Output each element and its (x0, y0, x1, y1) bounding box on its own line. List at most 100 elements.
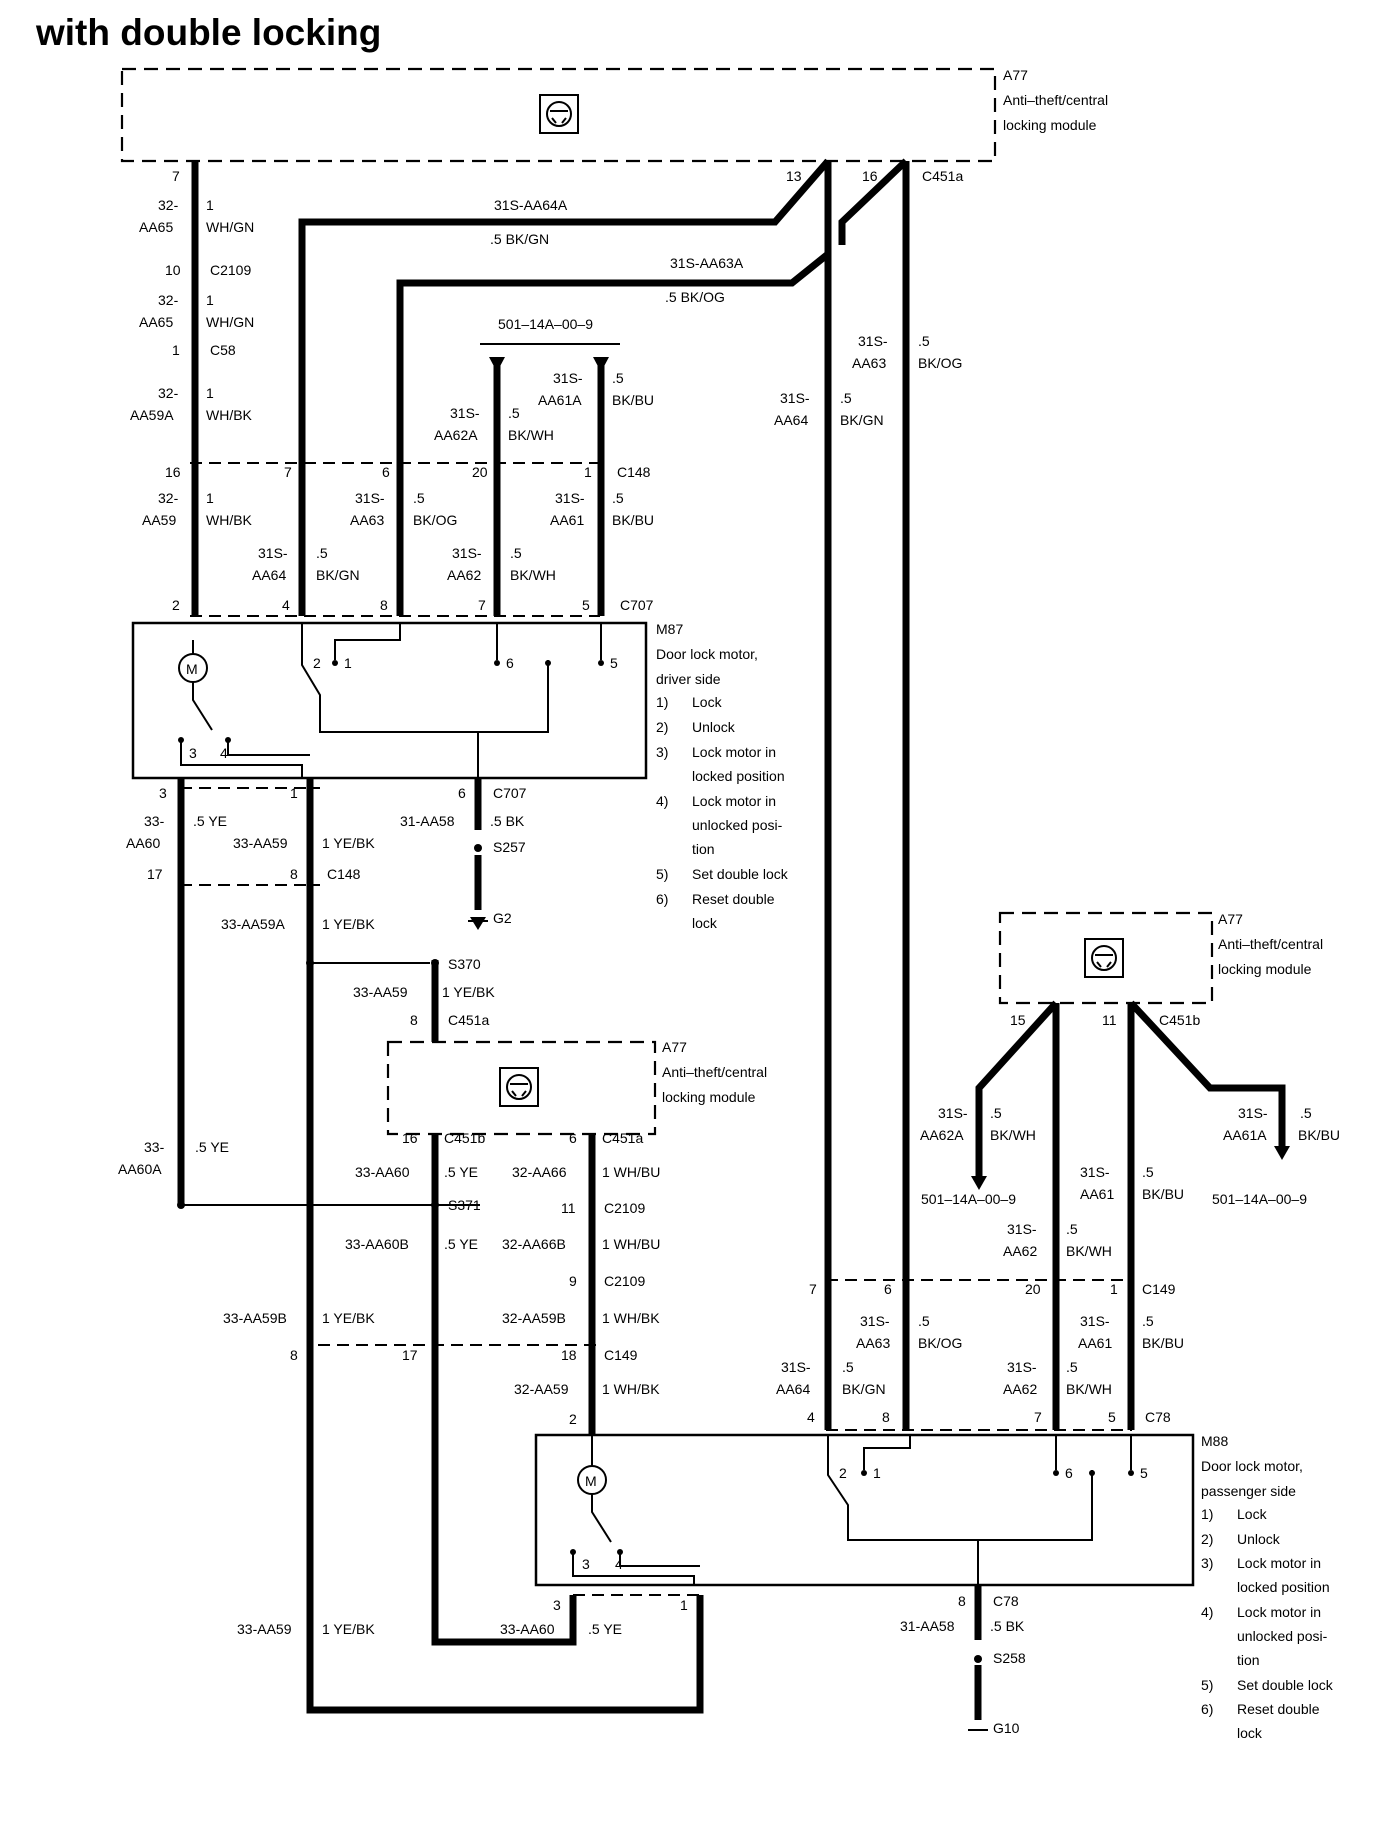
wire-gauge: .5 (508, 405, 520, 421)
wire-circuit: 33-AA59 (233, 835, 288, 851)
module-desc-label: locking module (662, 1089, 756, 1105)
wire-circuit: 31S- (938, 1105, 968, 1121)
module-icon (539, 94, 579, 134)
wire-color: BK/WH (510, 567, 556, 583)
legend-text: Lock motor in (1237, 1604, 1321, 1620)
legend-number: 1) (1201, 1506, 1213, 1522)
connector-label: C451a (922, 168, 963, 184)
legend-number: 5) (656, 866, 668, 882)
connector-label: C451a (448, 1012, 489, 1028)
motor-contact-label: 1 (344, 655, 352, 671)
legend-number: 4) (656, 793, 668, 809)
motor-legend-list: 1) Lock 2) Unlock 3) Lock motor in locke… (1201, 1506, 1334, 1741)
wire-circuit: 31-AA58 (400, 813, 455, 829)
pin-number: 1 (680, 1597, 688, 1613)
wire-gauge: 1 (206, 292, 214, 308)
ground-label: G2 (493, 910, 512, 926)
wire-circuit: 32- (158, 292, 179, 308)
wire-labels: 32- AA65 1 WH/GN 32- AA65 1 WH/GN 32- AA… (118, 197, 1340, 1637)
connector-dash-lines (180, 462, 1132, 1596)
wire-color: BK/WH (1066, 1381, 1112, 1397)
wire-circuit: 33-AA59A (221, 916, 285, 932)
wire-gauge: .5 (918, 333, 930, 349)
wire-gauge: .5 (1066, 1221, 1078, 1237)
connector-label: C707 (620, 597, 654, 613)
wire-traces (177, 158, 1286, 1720)
wire-circuit: AA62 (1003, 1381, 1037, 1397)
pin-number: 6 (884, 1281, 892, 1297)
legend-number: 6) (656, 891, 668, 907)
wire-circuit: 32-AA59 (514, 1381, 569, 1397)
motor-desc-label: passenger side (1201, 1483, 1296, 1499)
motor-desc-label: Door lock motor, (656, 646, 758, 662)
legend-text: Lock (692, 694, 723, 710)
pin-number: 8 (410, 1012, 418, 1028)
pin-number: 17 (402, 1347, 418, 1363)
module-desc-label: Anti–theft/central (662, 1064, 767, 1080)
wire-circuit: 31S- (555, 490, 585, 506)
reference-label: 501–14A–00–9 (498, 316, 593, 332)
legend-number: 2) (1201, 1531, 1213, 1547)
connector-label: C58 (210, 342, 236, 358)
connector-label: C149 (604, 1347, 638, 1363)
wire-color: .5 YE (588, 1621, 622, 1637)
pin-number: 9 (569, 1273, 577, 1289)
connector-label: C2109 (604, 1273, 645, 1289)
legend-text: Lock motor in (692, 744, 776, 760)
connector-label: C78 (1145, 1409, 1171, 1425)
wire-circuit: 33- (144, 1139, 165, 1155)
pin-number: 7 (809, 1281, 817, 1297)
wire-circuit: 31S- (1080, 1164, 1110, 1180)
legend-number: 5) (1201, 1677, 1213, 1693)
pin-number: 20 (1025, 1281, 1041, 1297)
wire-color: 1 WH/BK (602, 1310, 660, 1326)
module-icon (1084, 938, 1124, 978)
wire-color: BK/BU (612, 392, 654, 408)
wire-circuit: 31S- (1007, 1359, 1037, 1375)
legend-text: tion (1237, 1652, 1260, 1668)
wire-color: BK/OG (918, 1335, 962, 1351)
reference-label: 501–14A–00–9 (921, 1191, 1016, 1207)
splice-label: S258 (993, 1650, 1026, 1666)
wire-gauge: 1 (206, 385, 214, 401)
pin-number: 11 (561, 1200, 576, 1216)
pin-number: 13 (786, 168, 802, 184)
wire-gauge: .5 (840, 390, 852, 406)
wire-circuit: 33-AA59 (237, 1621, 292, 1637)
motor-contact-label: 4 (615, 1556, 623, 1572)
legend-text: Set double lock (692, 866, 789, 882)
motor-legend-list: 1) Lock 2) Unlock 3) Lock motor in locke… (656, 694, 789, 931)
motor-contact-label: 4 (220, 745, 228, 761)
wire-color: 1 YE/BK (442, 984, 495, 1000)
motor-contact-label: 5 (610, 655, 618, 671)
splice-label: S257 (493, 839, 526, 855)
connector-label: C451a (602, 1130, 643, 1146)
pin-number: 7 (478, 597, 486, 613)
pin-number: 1 (172, 342, 180, 358)
legend-text: Lock motor in (1237, 1555, 1321, 1571)
motor-symbol: M (585, 1473, 597, 1489)
connector-label: C707 (493, 785, 527, 801)
wire-color: .5 BK (990, 1618, 1025, 1634)
pin-number: 1 (290, 785, 298, 801)
module-desc-label: Anti–theft/central (1218, 936, 1323, 952)
legend-number: 1) (656, 694, 668, 710)
pin-number: 8 (290, 866, 298, 882)
wire-circuit: 31S- (1080, 1313, 1110, 1329)
wire-gauge: .5 (990, 1105, 1002, 1121)
wire-circuit: 33- (144, 813, 165, 829)
wire-color: BK/GN (842, 1381, 886, 1397)
connector-label: C78 (993, 1593, 1019, 1609)
motor-contact-label: 2 (313, 655, 321, 671)
wire-color: .5 YE (444, 1164, 478, 1180)
wire-circuit: AA61A (538, 392, 582, 408)
legend-text: unlocked posi- (1237, 1628, 1328, 1644)
pin-number: 2 (172, 597, 180, 613)
wire-gauge: .5 (612, 490, 624, 506)
pin-number: 17 (147, 866, 163, 882)
pin-number: 8 (380, 597, 388, 613)
wire-circuit: AA65 (139, 314, 173, 330)
motor-contact-label: 1 (873, 1465, 881, 1481)
legend-text: Reset double (1237, 1701, 1320, 1717)
wire-circuit: 32- (158, 385, 179, 401)
